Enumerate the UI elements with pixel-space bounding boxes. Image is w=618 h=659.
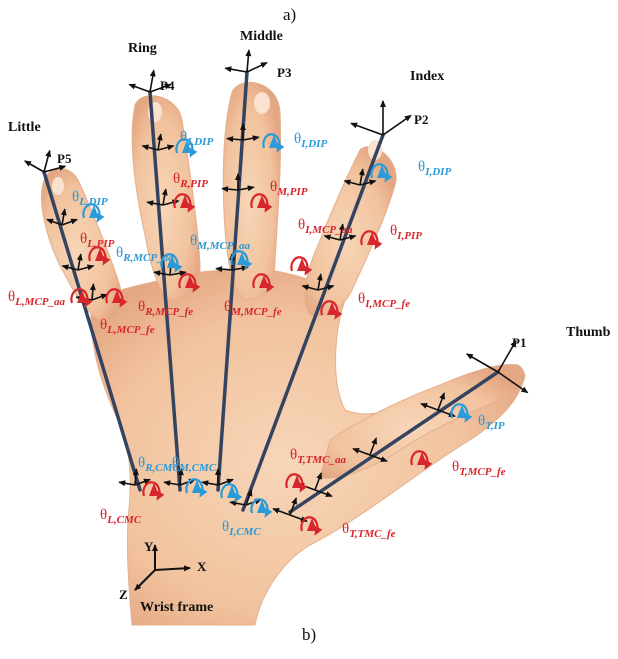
angle-label-r-mcp-fe: θR,MCP_fe <box>138 300 193 318</box>
rot-i-mcp-aa <box>291 257 307 273</box>
wrist-axis-y: Y <box>144 540 153 553</box>
wrist-frame-caption: Wrist frame <box>140 601 213 615</box>
angle-label-m-cmc: θM,CMC <box>172 456 216 474</box>
angle-label-l-dip: θL,DIP <box>72 190 108 208</box>
figure-label-a: a) <box>283 6 296 23</box>
angle-label-i-dip-b: θI,DIP <box>294 132 327 150</box>
frame-p2 <box>351 101 411 135</box>
point-label-p4: P4 <box>160 79 174 92</box>
point-label-p5: P5 <box>57 152 71 165</box>
angle-label-l-mcp-fe: θL,MCP_fe <box>100 318 155 336</box>
angle-label-i-mcp-aa: θI,MCP_aa <box>298 218 353 236</box>
angle-label-l-pip: θL,PIP <box>80 232 114 250</box>
angle-label-t-mcp-fe: θT,MCP_fe <box>452 460 506 478</box>
angle-label-i-mcp-fe: θI,MCP_fe <box>358 292 410 310</box>
angle-label-i-dip-tip: θI,DIP <box>418 160 451 178</box>
finger-label-middle: Middle <box>240 30 283 44</box>
angle-label-r-pip: θR,PIP <box>173 172 208 190</box>
point-label-p3: P3 <box>277 66 291 79</box>
angle-label-t-ip: θT,IP <box>478 414 505 432</box>
angle-label-m-mcp-fe: θM,MCP_fe <box>224 300 282 318</box>
finger-label-little: Little <box>8 121 41 135</box>
angle-label-m-pip: θM,PIP <box>270 180 307 198</box>
wrist-axis-x: X <box>197 560 206 573</box>
point-label-p2: P2 <box>414 113 428 126</box>
finger-label-ring: Ring <box>128 42 157 56</box>
hand-silhouette <box>42 82 525 625</box>
point-label-p1: P1 <box>512 336 526 349</box>
frame-p3 <box>225 50 267 72</box>
angle-label-l-cmc: θL,CMC <box>100 508 141 526</box>
finger-label-index: Index <box>410 70 444 84</box>
figure-label-b: b) <box>302 626 316 643</box>
wrist-axis-z: Z <box>119 588 128 601</box>
angle-label-l-mcp-aa: θL,MCP_aa <box>8 290 65 308</box>
angle-label-t-tmc-aa: θT,TMC_aa <box>290 448 346 466</box>
finger-label-thumb: Thumb <box>566 326 610 340</box>
angle-label-i-pip: θI,PIP <box>390 224 422 242</box>
angle-label-i-cmc: θI,CMC <box>222 520 261 538</box>
angle-label-t-tmc-fe: θT,TMC_fe <box>342 522 396 540</box>
angle-label-i-dip-a: θI,DIP <box>180 130 213 148</box>
angle-label-m-mcp-aa: θM,MCP_aa <box>190 234 250 252</box>
angle-label-r-mcp-aa: θR,MCP_aa <box>116 246 174 264</box>
